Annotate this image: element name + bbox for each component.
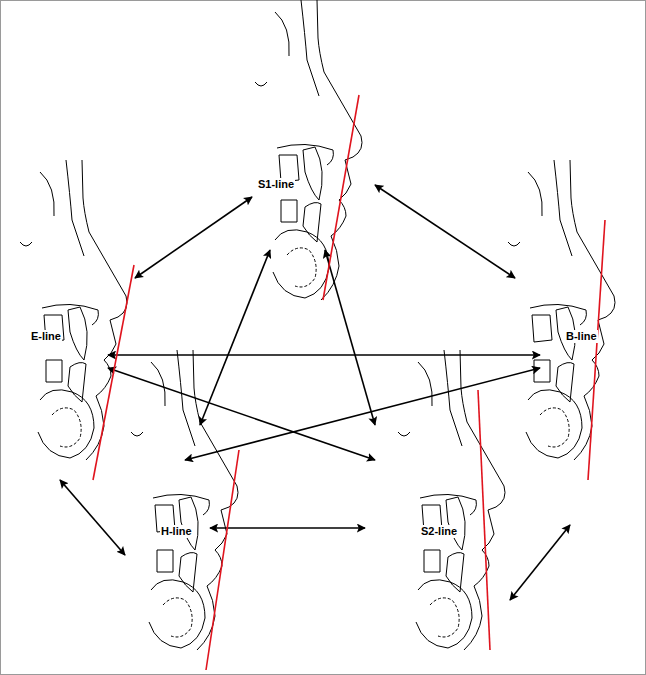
- double-arrow: [325, 250, 375, 425]
- lower-incisor: [179, 553, 197, 592]
- double-arrow: [510, 525, 570, 600]
- lower-incisor: [446, 553, 464, 592]
- symphysis-dashed: [52, 408, 81, 447]
- double-arrow: [200, 250, 270, 425]
- reference-line: [93, 265, 134, 480]
- mandible-outline: [149, 580, 205, 648]
- nasal-bone: [554, 160, 572, 256]
- profile-figure: S2-line: [378, 350, 508, 650]
- orbit-rim: [418, 362, 432, 406]
- profile-figure: S1-line: [235, 0, 365, 300]
- nasal-bone: [66, 160, 84, 256]
- upper-incisor: [303, 147, 322, 200]
- nasal-bone: [301, 0, 319, 96]
- line-label: B-line: [565, 330, 598, 343]
- symphysis-dashed: [287, 248, 316, 287]
- lower-incisor: [303, 203, 321, 242]
- upper-incisor: [446, 497, 465, 550]
- face-profile: [488, 160, 618, 460]
- face-profile: [0, 160, 130, 460]
- face-profile: [235, 0, 365, 300]
- lower-molar: [534, 360, 550, 382]
- reference-line: [206, 450, 239, 670]
- reference-line: [478, 390, 490, 650]
- nasal-bone: [177, 350, 195, 446]
- mandible-outline: [38, 390, 94, 458]
- line-label: S1-line: [257, 178, 295, 191]
- double-arrow: [135, 197, 252, 278]
- soft-tissue-profile: [460, 350, 505, 650]
- lower-molar: [424, 550, 440, 572]
- symphysis-dashed: [163, 598, 192, 637]
- orbit-rim: [151, 362, 165, 406]
- face-profile: [111, 350, 241, 650]
- line-label: S2-line: [420, 525, 458, 538]
- double-arrow: [375, 185, 515, 278]
- upper-molar: [532, 315, 552, 342]
- mandible-outline: [416, 580, 472, 648]
- eye-mark: [131, 432, 143, 436]
- face-profile: [378, 350, 508, 650]
- eye-mark: [398, 432, 410, 436]
- symphysis-dashed: [430, 598, 459, 637]
- eye-mark: [20, 242, 32, 246]
- lower-molar: [46, 360, 62, 382]
- profile-figure: H-line: [111, 350, 241, 650]
- reference-line: [323, 95, 359, 300]
- lower-incisor: [556, 363, 574, 402]
- double-arrow: [210, 527, 365, 529]
- lower-molar: [281, 200, 297, 222]
- soft-tissue-profile: [82, 160, 127, 460]
- upper-incisor: [68, 307, 87, 360]
- orbit-rim: [40, 172, 54, 216]
- eye-mark: [255, 82, 267, 86]
- profile-figure: B-line: [488, 160, 618, 460]
- double-arrow: [108, 354, 540, 356]
- profile-figure: E-line: [0, 160, 130, 460]
- nasal-bone: [444, 350, 462, 446]
- double-arrow: [108, 368, 375, 460]
- line-label: E-line: [30, 330, 62, 343]
- orbit-rim: [528, 172, 542, 216]
- mandible-outline: [273, 230, 329, 298]
- line-label: H-line: [160, 525, 193, 538]
- eye-mark: [508, 242, 520, 246]
- symphysis-dashed: [540, 408, 569, 447]
- double-arrow: [60, 480, 125, 555]
- lower-incisor: [68, 363, 86, 402]
- reference-line: [588, 220, 605, 480]
- lower-molar: [157, 550, 173, 572]
- upper-incisor: [179, 497, 198, 550]
- orbit-rim: [275, 12, 289, 56]
- soft-tissue-profile: [317, 0, 362, 300]
- mandible-outline: [526, 390, 582, 458]
